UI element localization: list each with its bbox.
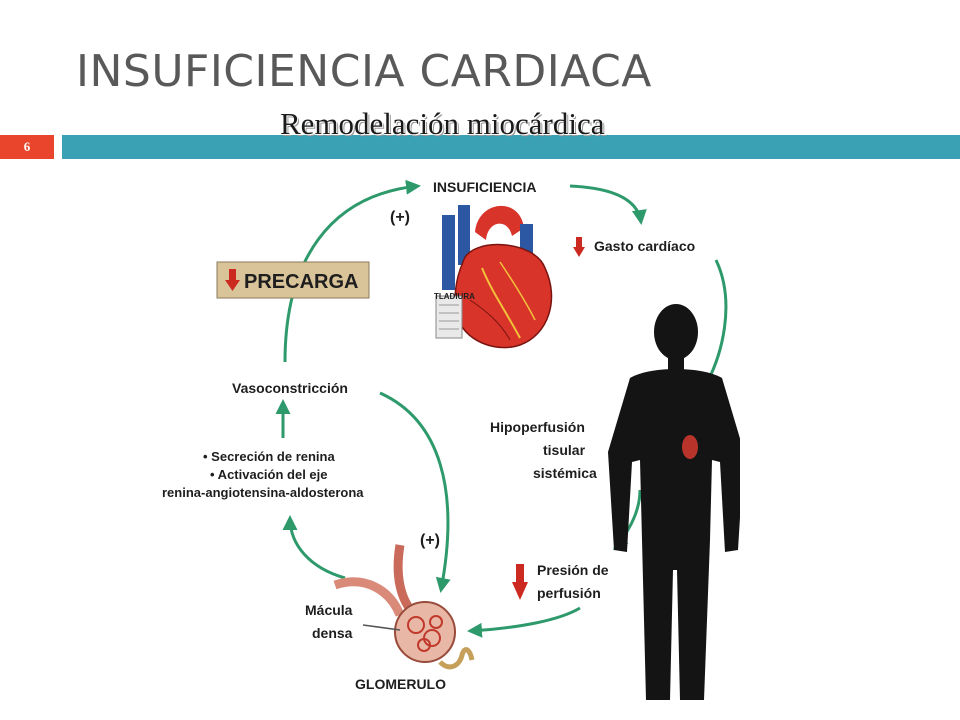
slide-subtitle: Remodelación miocárdica <box>280 106 605 141</box>
label-sistemica: sistémica <box>533 465 597 481</box>
label-activacion-eje: • Activación del eje <box>210 467 328 482</box>
label-macula: Mácula <box>305 602 353 618</box>
label-hipoperfusion: Hipoperfusión <box>490 419 585 435</box>
arrow-glomerulo-to-renina <box>282 515 346 580</box>
human-silhouette <box>608 304 740 700</box>
label-insuficiencia: INSUFICIENCIA <box>433 179 536 195</box>
down-arrow-icon <box>225 269 240 291</box>
precarga-box: PRECARGA <box>216 261 370 299</box>
label-perfusion: perfusión <box>537 585 601 601</box>
glomerulus-illustration <box>333 544 475 670</box>
arrow-presion-to-glomerulo <box>467 606 581 638</box>
down-arrow-icon <box>512 564 528 600</box>
label-glomerulo: GLOMERULO <box>355 676 446 692</box>
down-arrow-icon <box>573 237 585 257</box>
heart-small-label: TLADIURA <box>434 292 475 301</box>
kidney-highlight <box>682 435 698 459</box>
heart-failure-cycle-diagram: INSUFICIENCIA (+) Gasto cardíaco PRECARG… <box>162 179 740 700</box>
label-vasoconstriccion: Vasoconstricción <box>232 380 348 396</box>
title-rule <box>62 135 960 159</box>
label-precarga: PRECARGA <box>244 271 358 293</box>
label-presion: Presión de <box>537 562 609 578</box>
slide-number: 6 <box>0 135 54 159</box>
arrow-vasoconstriccion-to-glomerulo <box>379 391 451 593</box>
label-plus-bottom: (+) <box>420 532 440 549</box>
heart-illustration: TLADIURA <box>434 205 553 349</box>
label-densa: densa <box>312 625 353 641</box>
label-renina-angiotensina: renina-angiotensina-aldosterona <box>162 485 364 500</box>
label-gasto-cardiaco: Gasto cardíaco <box>594 238 695 254</box>
label-plus-top: (+) <box>390 209 410 226</box>
slide-title: INSUFICIENCIA CARDIACA <box>76 46 652 97</box>
label-secrecion-renina: • Secreción de renina <box>203 449 335 464</box>
label-tisular: tisular <box>543 442 586 458</box>
arrow-precarga-to-insuficiencia <box>283 179 421 363</box>
arrow-insuficiencia-to-gasto <box>569 184 647 225</box>
